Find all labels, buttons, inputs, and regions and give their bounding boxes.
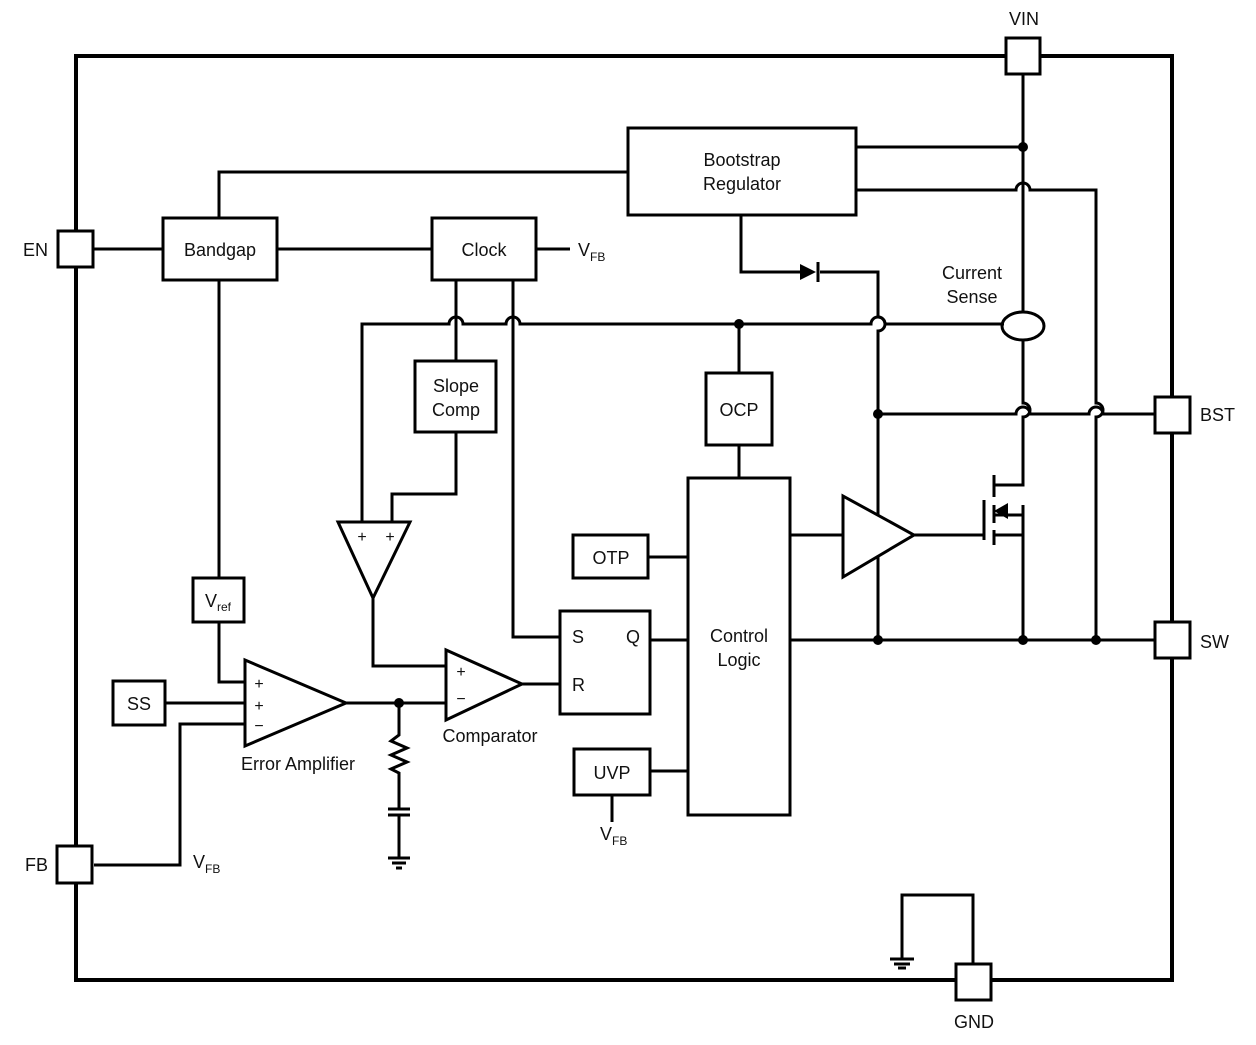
current-sense-icon bbox=[1000, 310, 1046, 342]
uvp-block bbox=[572, 747, 652, 797]
comp-label: Comp bbox=[432, 400, 480, 420]
pin-vin bbox=[1004, 36, 1042, 76]
bootstrap-diode-icon bbox=[800, 262, 820, 282]
fb-vfb-label: VFB bbox=[193, 852, 220, 876]
uvp-label: UVP bbox=[593, 763, 630, 783]
high-side-mosfet-icon bbox=[982, 475, 1025, 545]
sr-q-label: Q bbox=[626, 627, 640, 647]
pin-sw-label: SW bbox=[1200, 632, 1229, 652]
pin-gnd bbox=[954, 962, 993, 1002]
clock-block bbox=[430, 216, 538, 282]
logic-label: Logic bbox=[717, 650, 760, 670]
pin-en bbox=[56, 229, 95, 269]
summing-amp-icon bbox=[335, 520, 413, 602]
sum-plus-2: + bbox=[385, 529, 394, 546]
pin-vin-label: VIN bbox=[1009, 9, 1039, 29]
bandgap-block bbox=[161, 216, 279, 282]
pin-bst bbox=[1153, 395, 1192, 435]
bootstrap-regulator-block bbox=[626, 126, 858, 217]
ocp-block bbox=[704, 371, 774, 447]
sr-s-label: S bbox=[572, 627, 584, 647]
ea-minus: − bbox=[254, 718, 263, 735]
sense-label: Sense bbox=[946, 287, 997, 307]
ocp-label: OCP bbox=[719, 400, 758, 420]
pin-sw bbox=[1153, 620, 1192, 660]
ss-label: SS bbox=[127, 694, 151, 714]
otp-block bbox=[571, 533, 650, 580]
regulator-label: Regulator bbox=[703, 174, 781, 194]
pin-fb bbox=[55, 844, 94, 885]
bandgap-label: Bandgap bbox=[184, 240, 256, 260]
ss-block bbox=[111, 679, 167, 727]
junction-dots bbox=[394, 142, 1101, 708]
control-logic-block bbox=[686, 476, 792, 817]
comparator-label: Comparator bbox=[442, 726, 537, 746]
wires bbox=[94, 75, 1155, 970]
comparator-icon bbox=[444, 647, 526, 723]
control-label: Control bbox=[710, 626, 768, 646]
ea-plus-2: + bbox=[254, 698, 263, 715]
pin-en-label: EN bbox=[23, 240, 48, 260]
otp-label: OTP bbox=[592, 548, 629, 568]
vref-block bbox=[191, 576, 246, 624]
error-amplifier-label: Error Amplifier bbox=[241, 754, 355, 774]
chip-boundary bbox=[74, 54, 1174, 982]
vref-label: Vref bbox=[205, 591, 232, 614]
slope-comp-block bbox=[413, 359, 498, 434]
sum-plus-1: + bbox=[357, 529, 366, 546]
current-label: Current bbox=[942, 263, 1002, 283]
comp-plus: + bbox=[456, 664, 465, 681]
uvp-vfb-label: VFB bbox=[600, 824, 627, 848]
ea-plus-1: + bbox=[254, 676, 263, 693]
clock-vfb-label: VFB bbox=[578, 240, 605, 264]
pin-gnd-label: GND bbox=[954, 1012, 994, 1032]
sr-r-label: R bbox=[572, 675, 585, 695]
sr-latch-block bbox=[558, 609, 652, 716]
gate-driver-icon bbox=[841, 493, 918, 580]
clock-label: Clock bbox=[461, 240, 507, 260]
pin-fb-label: FB bbox=[25, 855, 48, 875]
comp-minus: − bbox=[456, 691, 465, 708]
bootstrap-label: Bootstrap bbox=[703, 150, 780, 170]
slope-label: Slope bbox=[433, 376, 479, 396]
pin-bst-label: BST bbox=[1200, 405, 1235, 425]
error-amplifier-icon bbox=[243, 657, 350, 749]
